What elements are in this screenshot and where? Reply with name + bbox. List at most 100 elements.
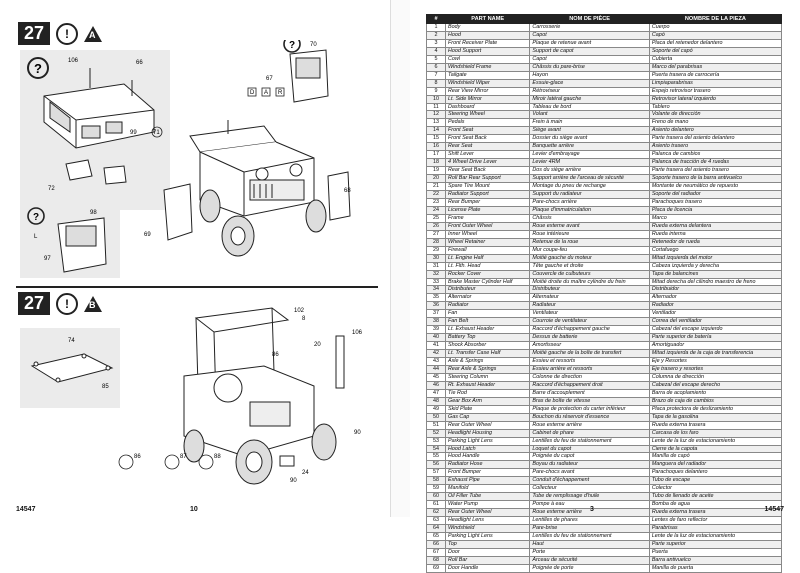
nom-de-piece: Levier d'embrayage: [529, 150, 650, 160]
warning-icon: !: [56, 292, 79, 315]
letter-R: R: [278, 90, 283, 96]
nombre-de-la-pieza: Cubierta: [648, 54, 783, 64]
part-name: Radiator Support: [444, 190, 531, 199]
nombre-de-la-pieza: Parachoques trasero: [648, 197, 783, 207]
nombre-de-la-pieza: Rueda interna: [648, 229, 783, 239]
left-instruction-page: 27 ! A ? 106 66 72 99 71 ?: [0, 0, 390, 517]
variant-letter: B: [89, 299, 96, 310]
nombre-de-la-pieza: Soporte del radiador: [648, 190, 783, 199]
part-name: Hood Handle: [444, 452, 531, 462]
part-number: 58: [426, 476, 446, 486]
nom-de-piece: Volant: [529, 110, 650, 120]
part-number: 68: [426, 555, 446, 565]
part-name: Front Seat: [444, 126, 531, 136]
page-gutter: [390, 0, 412, 517]
part-name: Steering Wheel: [444, 110, 531, 120]
part-number: 9: [426, 86, 446, 96]
step-number: 27: [18, 292, 51, 315]
nom-de-piece: Mur coupe-feu: [529, 245, 650, 255]
part-name: Windshield Wiper: [444, 78, 531, 88]
part-number: 25: [426, 213, 446, 223]
wheel-hub-icons: [118, 454, 214, 470]
step-divider: [16, 286, 378, 288]
nombre-de-la-pieza: Tubo de llenado de aceite: [648, 492, 783, 502]
part-number: 50: [426, 412, 446, 422]
part-name: Windshield: [444, 524, 531, 533]
nom-de-piece: Bouchon du réservoir d'essence: [529, 412, 650, 422]
part-number: 3: [426, 38, 446, 48]
part-name: Rocker Cover: [444, 269, 531, 279]
nombre-de-la-pieza: Montante de neumático de repuesto: [648, 182, 783, 192]
nom-de-piece: Haut: [529, 539, 650, 549]
nombre-de-la-pieza: Parte trasera del asiento delantero: [648, 134, 783, 144]
part-name: Lt. Transfer Case Half: [444, 349, 531, 359]
nombre-de-la-pieza: Parte trasera del asiento trasero: [648, 166, 783, 176]
part-name: Front Bumper: [444, 468, 531, 478]
nombre-de-la-pieza: Rueda externa delantera: [648, 221, 783, 231]
part-name: Oil Filler Tube: [444, 492, 531, 502]
callout-20: 20: [314, 342, 321, 348]
page-number: 3: [590, 506, 594, 513]
letter-L: L: [34, 234, 38, 240]
nom-de-piece: Plaque de protection du carter inférieur: [529, 404, 650, 414]
callout-circle: [151, 126, 163, 138]
nombre-de-la-pieza: Lente de la luz de estacionamiento: [648, 532, 783, 541]
nom-de-piece: Tableau de bord: [529, 102, 650, 112]
part-name: Lt. Flth. Head: [444, 261, 531, 271]
part-name: Brake Master Cylinder Half: [444, 277, 531, 287]
nom-de-piece: Lentilles de phares: [529, 516, 650, 526]
part-number: 6: [426, 62, 446, 72]
nombre-de-la-pieza: Lente de la luz de estacionamiento: [648, 436, 783, 446]
nombre-de-la-pieza: Barra antivuelco: [648, 555, 783, 565]
nombre-de-la-pieza: Palanca de cambios: [648, 150, 783, 160]
part-number: 42: [426, 349, 446, 359]
nom-de-piece: Distributeur: [529, 285, 650, 295]
svg-text:?: ?: [33, 212, 39, 223]
part-name: Body: [444, 23, 531, 32]
nom-de-piece: Moitié gauche de la boîte de transfert: [529, 349, 650, 359]
part-number: 39: [426, 325, 446, 335]
part-number: 5: [426, 54, 446, 64]
callout-97: 97: [44, 256, 51, 262]
nom-de-piece: Miroir latéral gauche: [529, 94, 650, 104]
part-name: Rear Bumper: [444, 197, 531, 207]
door-drawing-bottom: [57, 217, 107, 273]
part-name: Front Seat Back: [444, 134, 531, 144]
part-name: Firewall: [444, 245, 531, 255]
nombre-de-la-pieza: Tubo de escape: [648, 476, 783, 486]
part-number: 45: [426, 372, 446, 382]
part-name: Steering Column: [444, 372, 531, 382]
part-name: Door: [444, 547, 531, 557]
nombre-de-la-pieza: Mitad izquierda de la caja de transferen…: [648, 349, 783, 359]
nom-de-piece: Hayon: [529, 70, 650, 80]
nombre-de-la-pieza: Eje y Resortes: [648, 357, 783, 366]
nom-de-piece: Essieu arrière et ressorts: [529, 364, 650, 374]
parts-table-header: # PART NAME NOM DE PIÈCE NOMBRE DE LA PI…: [426, 14, 783, 24]
nom-de-piece: Boyau du radiateur: [529, 460, 650, 470]
part-number: 19: [426, 166, 446, 176]
callout-99: 99: [130, 130, 137, 136]
part-number: 24: [426, 205, 446, 215]
part-name: Radiator: [444, 301, 531, 311]
part-number: 60: [426, 492, 446, 502]
nombre-de-la-pieza: Asiento delantero: [648, 126, 783, 136]
nombre-de-la-pieza: Volante de dirección: [648, 110, 783, 120]
part-name: Lt. Engine Half: [444, 253, 531, 263]
variant-letter: A: [89, 29, 96, 40]
nom-de-piece: Raccord d'échappement droit: [529, 380, 650, 390]
part-number: 51: [426, 420, 446, 430]
